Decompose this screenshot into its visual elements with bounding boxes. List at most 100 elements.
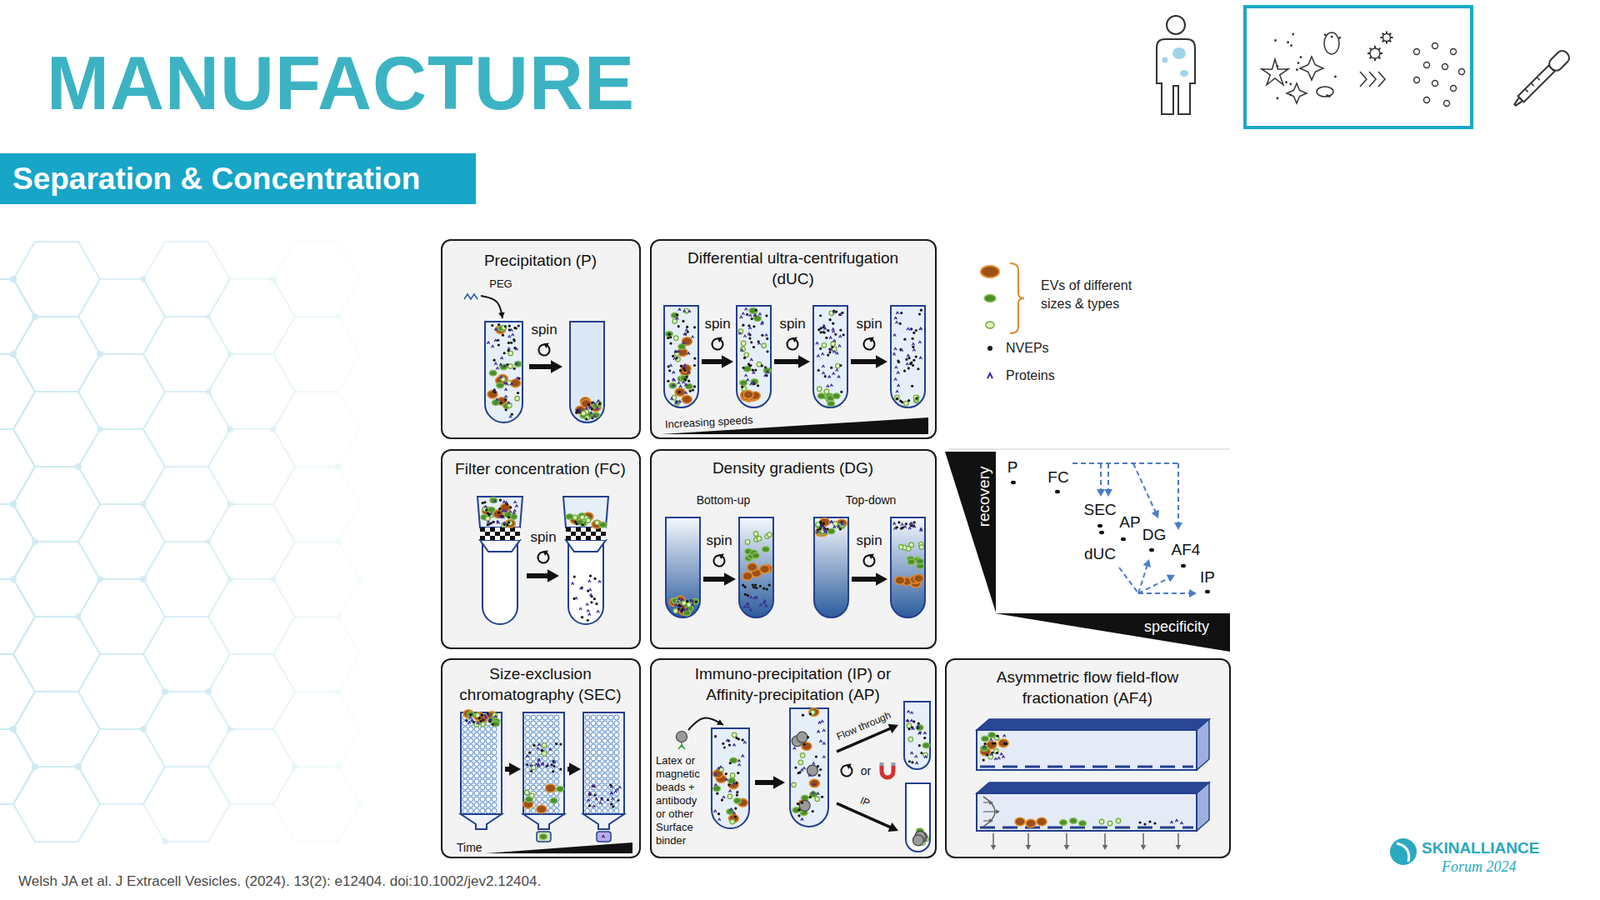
resin-bead bbox=[536, 779, 542, 785]
medium-ev bbox=[749, 307, 757, 314]
dropper-icon bbox=[1510, 48, 1572, 110]
nvep-dot bbox=[666, 336, 670, 340]
protein-mark bbox=[675, 402, 678, 405]
resin-bead bbox=[596, 802, 602, 808]
arrow-head bbox=[875, 572, 888, 585]
resin-bead bbox=[474, 755, 480, 761]
protein-mark bbox=[897, 385, 900, 388]
vesicle-circle bbox=[1424, 97, 1430, 104]
filter-membrane bbox=[510, 535, 515, 540]
filter-membrane bbox=[575, 535, 581, 540]
resin-bead bbox=[608, 779, 614, 785]
resin-bead bbox=[474, 785, 480, 790]
nvep-dot bbox=[759, 585, 762, 588]
protein-mark bbox=[815, 342, 819, 345]
hexagon-dot bbox=[10, 575, 17, 583]
nvep-dot bbox=[797, 814, 800, 817]
hexagon-dot bbox=[226, 425, 234, 433]
nvep-dot bbox=[913, 520, 916, 524]
protein-mark bbox=[678, 308, 681, 311]
tube bbox=[904, 701, 930, 770]
filter-membrane bbox=[510, 531, 515, 536]
nvep-dot bbox=[497, 343, 500, 346]
nvep-dot bbox=[817, 369, 820, 372]
medium-ev bbox=[490, 497, 498, 504]
resin-bead bbox=[602, 755, 608, 761]
resin-bead bbox=[548, 755, 554, 761]
protein-mark bbox=[903, 525, 906, 529]
protein-mark bbox=[900, 349, 903, 352]
panel-label: Top-down bbox=[845, 493, 897, 507]
arrow-line bbox=[1138, 577, 1170, 594]
small-ev bbox=[681, 600, 687, 606]
nvep-dot bbox=[899, 322, 902, 325]
nvep-dot bbox=[918, 744, 921, 747]
nvep-dot bbox=[794, 766, 797, 770]
vesicle-dot bbox=[1275, 97, 1279, 100]
nvep-dot bbox=[685, 600, 689, 603]
nvep-dot bbox=[765, 588, 769, 591]
protein-mark bbox=[839, 313, 842, 316]
small-ev bbox=[1115, 818, 1121, 824]
nvep-dot bbox=[675, 313, 679, 316]
protein-mark bbox=[494, 362, 497, 365]
resin-bead bbox=[596, 767, 602, 773]
resin-bead bbox=[480, 802, 485, 808]
resin-bead bbox=[480, 750, 485, 755]
logo-wordmark: SKINALLIANCE bbox=[1421, 839, 1540, 858]
nvep-dot bbox=[797, 808, 800, 811]
resin-bead bbox=[596, 755, 602, 761]
nvep-dot bbox=[525, 763, 529, 766]
resin-bead bbox=[468, 744, 474, 750]
resin-bead bbox=[590, 732, 596, 738]
protein-mark bbox=[746, 379, 750, 382]
nvep-dot bbox=[768, 583, 771, 586]
gear-tooth bbox=[1374, 58, 1376, 61]
nvep-dot bbox=[806, 735, 810, 739]
arrow-line bbox=[983, 820, 990, 821]
method-panel: Filter concentration (FC)spin bbox=[440, 449, 641, 650]
resin-bead bbox=[542, 767, 548, 773]
protein-mark bbox=[759, 604, 762, 607]
resin-bead bbox=[602, 802, 608, 808]
resin-bead bbox=[474, 767, 480, 773]
medium-ev bbox=[550, 797, 558, 804]
arrow-line bbox=[983, 801, 990, 803]
protein-mark bbox=[748, 327, 751, 330]
filter-membrane bbox=[480, 535, 485, 540]
axis-label: recovery bbox=[974, 466, 993, 528]
nvep-dot bbox=[824, 375, 827, 378]
resin-bead bbox=[590, 785, 596, 790]
medium-ev bbox=[713, 785, 721, 792]
arrow-head bbox=[1140, 845, 1147, 850]
nvep-dot bbox=[465, 719, 468, 722]
nvep-dot bbox=[910, 327, 913, 330]
resin-bead bbox=[491, 750, 497, 755]
nvep-dot bbox=[508, 325, 511, 328]
resin-bead bbox=[468, 802, 474, 808]
arrow-head bbox=[990, 845, 997, 850]
arrow-line bbox=[774, 359, 801, 365]
small-ev bbox=[906, 723, 912, 729]
arrow-head bbox=[989, 818, 994, 824]
resin-bead bbox=[614, 732, 620, 738]
nvep-dot bbox=[720, 799, 724, 802]
hexagon-dot bbox=[161, 688, 169, 695]
panel-label: Bottom-up bbox=[696, 493, 751, 507]
resin-bead bbox=[614, 802, 620, 808]
channel-top bbox=[976, 719, 1210, 730]
nvep-dot bbox=[610, 803, 613, 806]
chevron bbox=[1360, 71, 1367, 87]
gear-tooth bbox=[1389, 40, 1391, 42]
resin-bead bbox=[548, 720, 554, 726]
large-ev bbox=[510, 379, 521, 388]
resin-bead bbox=[480, 785, 485, 790]
arrow-line bbox=[1177, 833, 1180, 846]
protein-mark bbox=[588, 580, 591, 583]
protein-mark bbox=[743, 605, 746, 609]
filter-membrane bbox=[565, 535, 571, 540]
nvep-dot bbox=[839, 527, 842, 530]
panel-heading: Filter concentration (FC) bbox=[443, 458, 638, 480]
nvep-dot bbox=[745, 313, 749, 316]
protein-mark bbox=[819, 740, 822, 743]
